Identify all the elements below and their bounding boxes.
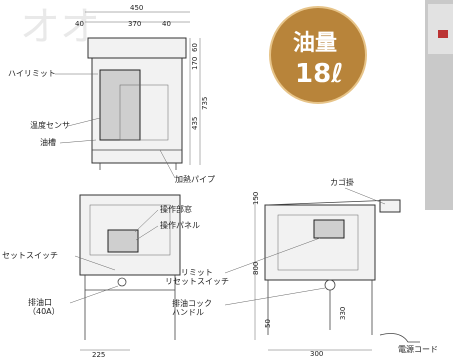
- bottom-front-view: 225 セットスイッチ 操作部窓 操作パネル 排油口（40A）: [2, 194, 200, 359]
- oil-capacity-badge: 油量 18ℓ: [269, 6, 367, 104]
- label-control-box: 操作部窓: [160, 204, 192, 214]
- label-temp-sensor: 温度センサ: [30, 120, 70, 130]
- dim-right-gap: 40: [162, 20, 171, 28]
- side-view: 150 800 50 330 300 カゴ掛 ハイリミットリセットスイッチ 排油…: [165, 177, 438, 358]
- front-view: 450 40 370 40 170 60 435 735 ハイリミット 温度セン…: [8, 4, 215, 184]
- label-reset-switch: セットスイッチ: [2, 251, 58, 260]
- label-drain-cock: 排油コックハンドル: [172, 298, 212, 317]
- dim-side-height: 800: [252, 262, 260, 275]
- dim-inner-width: 370: [128, 20, 141, 28]
- badge-value: 18ℓ: [295, 59, 343, 89]
- dim-height-total: 735: [201, 97, 209, 110]
- label-basket-hanger: カゴ掛: [330, 177, 354, 187]
- dim-a: 170: [191, 57, 199, 70]
- label-power-cord: 電源コード: [398, 345, 438, 354]
- dim-left-gap: 40: [75, 20, 84, 28]
- dim-bottom-left: 225: [92, 351, 105, 359]
- label-drain-port: 排油口（40A）: [28, 297, 60, 316]
- dim-side-drain: 330: [339, 307, 347, 320]
- dim-overall-width: 450: [130, 4, 143, 12]
- label-heater-pipe: 加熱パイプ: [175, 174, 215, 184]
- watermark: オオ: [20, 4, 100, 50]
- label-oil-tank: 油槽: [40, 137, 56, 147]
- dim-c: 435: [191, 117, 199, 130]
- badge-title: 油量: [293, 31, 337, 56]
- label-control-panel: 操作パネル: [160, 220, 200, 230]
- label-hi-limit-reset: ハイリミットリセットスイッチ: [165, 268, 229, 286]
- dim-b: 60: [191, 43, 199, 52]
- product-photo: [425, 0, 453, 210]
- label-hi-limit: ハイリミット: [8, 69, 56, 78]
- dim-side-bottom: 50: [264, 319, 272, 328]
- dim-side-top: 150: [252, 192, 260, 205]
- dim-side-depth: 300: [310, 350, 323, 358]
